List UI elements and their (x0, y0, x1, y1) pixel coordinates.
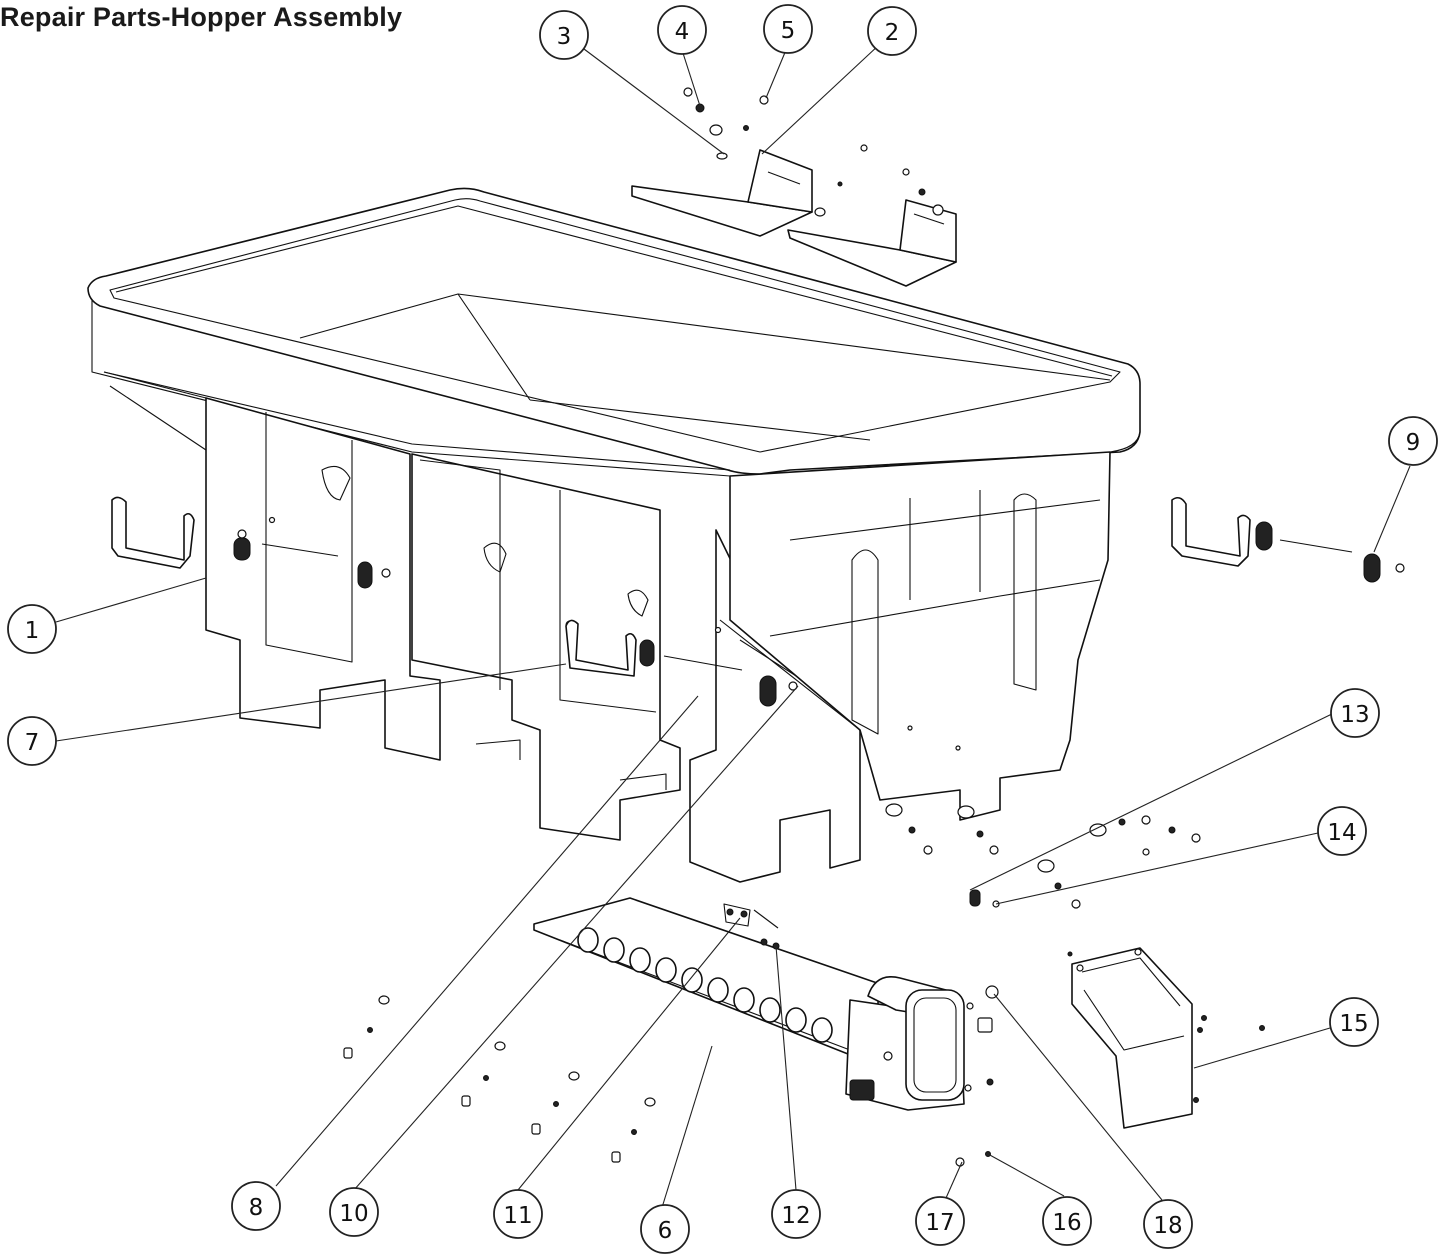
callout-11: 11 (493, 1189, 543, 1239)
callout-number: 18 (1153, 1213, 1182, 1239)
center-hanger-set (565, 619, 798, 707)
callout-number: 5 (781, 18, 796, 44)
callout-number: 3 (557, 24, 572, 50)
callout-8: 8 (231, 1181, 281, 1231)
callout-18: 18 (1143, 1199, 1193, 1249)
callout-number: 11 (503, 1203, 532, 1229)
auger-flights (577, 927, 833, 1043)
callout-number: 9 (1406, 430, 1421, 456)
callout-number: 7 (25, 730, 40, 756)
spout-chute (1071, 947, 1265, 1129)
callout-13: 13 (1330, 688, 1380, 738)
callout-14: 14 (1317, 806, 1367, 856)
hopper-body (87, 187, 1141, 883)
callout-number: 17 (925, 1210, 954, 1236)
callout-number: 14 (1327, 820, 1356, 846)
callout-number: 6 (658, 1218, 673, 1244)
callout-4: 4 (657, 5, 707, 55)
callout-17: 17 (915, 1196, 965, 1246)
callout-16: 16 (1042, 1196, 1092, 1246)
callout-5: 5 (763, 4, 813, 54)
callout-9: 9 (1388, 416, 1438, 466)
callout-3: 3 (539, 10, 589, 60)
callout-number: 12 (781, 1203, 810, 1229)
callout-number: 4 (675, 19, 690, 45)
callout-2: 2 (867, 6, 917, 56)
callout-number: 2 (885, 20, 900, 46)
deflector-brackets (631, 149, 957, 287)
leader-lines (55, 43, 1411, 1215)
callout-number: 15 (1339, 1011, 1368, 1037)
callout-15: 15 (1329, 997, 1379, 1047)
callout-number: 13 (1340, 702, 1369, 728)
callout-7: 7 (7, 716, 57, 766)
callout-6: 6 (640, 1204, 690, 1254)
callout-number: 10 (339, 1201, 368, 1227)
callout-1: 1 (7, 604, 57, 654)
page-title: Repair Parts-Hopper Assembly (0, 2, 403, 32)
top-hardware (683, 87, 926, 217)
left-hanger-set (111, 496, 391, 589)
right-hanger-set (1171, 496, 1405, 583)
callout-number: 16 (1052, 1210, 1081, 1236)
callout-number: 1 (25, 618, 40, 644)
callout-10: 10 (329, 1187, 379, 1237)
callout-number: 8 (249, 1195, 264, 1221)
right-hardware (885, 803, 1201, 909)
callout-12: 12 (771, 1189, 821, 1239)
auger-assembly (533, 897, 999, 1111)
